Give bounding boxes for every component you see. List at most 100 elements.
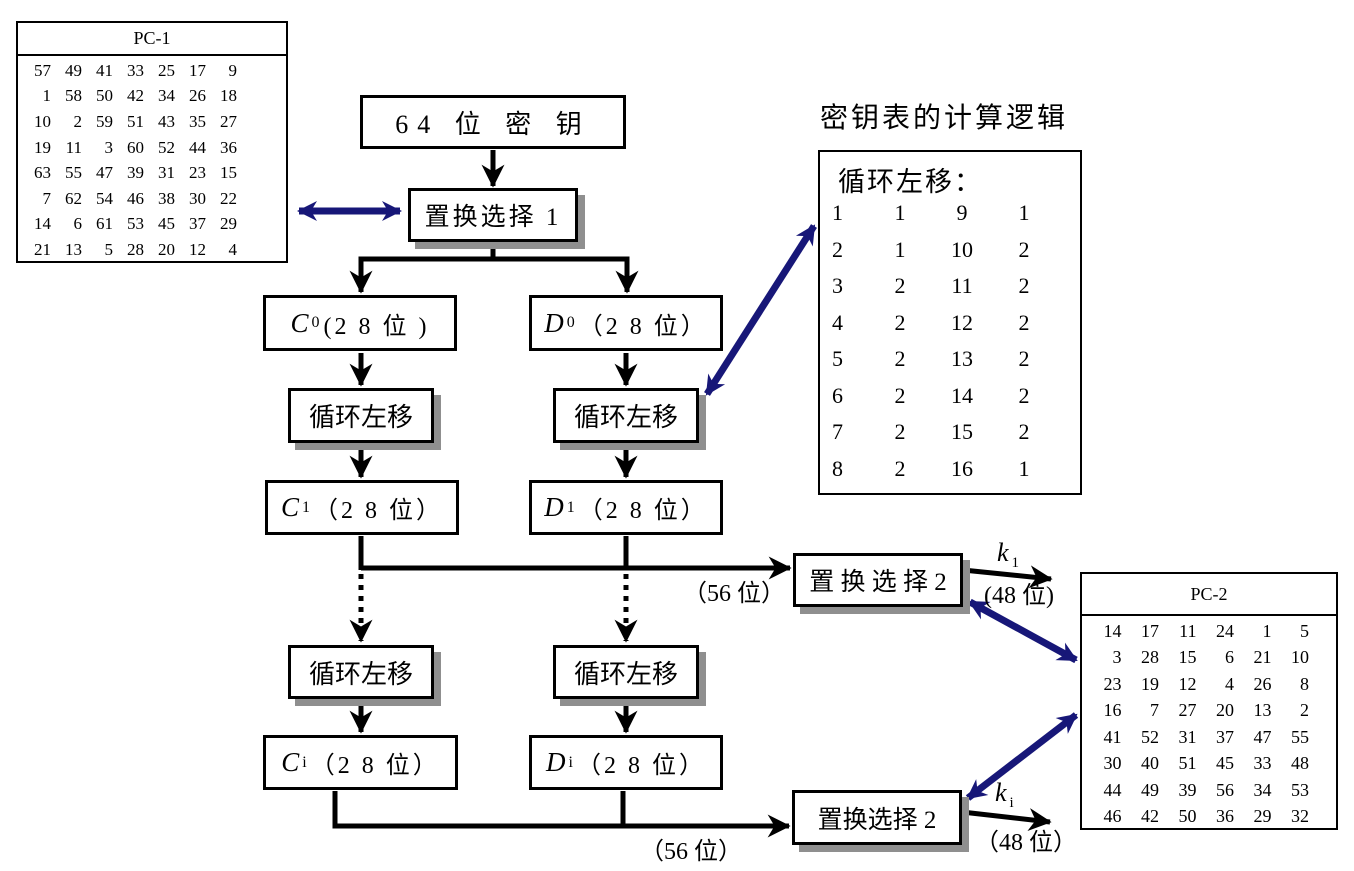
table-cell: 30 [1103, 753, 1122, 774]
k1-sub: 1 [1011, 555, 1020, 572]
table-cell: 15 [220, 163, 237, 183]
table-cell: 56 [1216, 779, 1234, 800]
table-cell: 4 [1225, 673, 1234, 694]
table-cell: 1 [1262, 620, 1272, 641]
table-cell: 19 [1141, 673, 1159, 694]
table-cell: 49 [65, 60, 82, 80]
permuted-choice-1-label: 置换选择 1 [424, 204, 562, 231]
table-cell: 1 [42, 86, 52, 106]
page-title: 密钥表的计算逻辑 [820, 103, 1069, 134]
table-cell: 2 [73, 111, 83, 131]
table-cell: 31 [1178, 726, 1197, 747]
table-cell: 2 [1300, 700, 1309, 721]
ref-arrow-shiftbox-shifttable [704, 224, 817, 396]
table-cell: 27 [1178, 700, 1197, 721]
table-cell: 54 [96, 188, 113, 208]
table-cell: 34 [1253, 779, 1272, 800]
bits48-label-bottom: （48 位） [975, 830, 1077, 856]
c0-bits: (2 8 位 ) [323, 313, 430, 340]
table-cell: 42 [1141, 806, 1159, 827]
table-cell: 17 [1141, 620, 1159, 641]
table-cell: 26 [189, 86, 206, 106]
table-cell: 2 [894, 455, 906, 481]
d1-bits: （2 8 位） [578, 498, 708, 524]
table-cell: 11 [65, 137, 82, 157]
bits48-label-top: (48 位) [984, 583, 1054, 609]
table-cell: 29 [1253, 806, 1272, 827]
table-cell: 20 [1216, 700, 1234, 721]
table-cell: 47 [96, 163, 113, 183]
shift-left-label: 循环左移 [308, 659, 413, 689]
key-64-box: 64 位 密 钥 [360, 95, 626, 149]
table-cell: 44 [1103, 779, 1122, 800]
table-cell: 2 [1018, 382, 1030, 408]
c0-letter: C [290, 307, 309, 338]
ref-arrow-ps2b-pc2 [965, 712, 1079, 801]
table-cell: 3 [1112, 647, 1122, 668]
table-cell: 33 [127, 60, 144, 80]
table-cell: 3 [104, 137, 114, 157]
table-cell: 13 [1253, 700, 1272, 721]
table-cell: 50 [96, 86, 113, 106]
table-cell: 9 [956, 200, 968, 226]
table-cell: 37 [1216, 726, 1234, 747]
table-cell: 24 [1216, 620, 1234, 641]
table-cell: 62 [65, 188, 82, 208]
table-cell: 23 [189, 163, 206, 183]
table-cell: 36 [220, 137, 237, 157]
table-cell: 48 [1291, 753, 1309, 774]
table-cell: 13 [951, 346, 973, 372]
table-cell: 53 [127, 214, 144, 234]
table-cell: 11 [951, 273, 973, 299]
table-cell: 51 [127, 111, 144, 131]
k1-letter: k [997, 538, 1009, 567]
table-cell: 8 [832, 455, 843, 481]
table-cell: 23 [1103, 673, 1122, 694]
table-cell: 10 [34, 111, 51, 131]
table-cell: 2 [1018, 346, 1030, 372]
table-cell: 1 [894, 200, 906, 226]
table-cell: 31 [158, 163, 175, 183]
permuted-choice-2b-label: 置换选择 2 [817, 806, 937, 834]
table-cell: 29 [220, 214, 237, 234]
shift-left-label: 循环左移 [573, 403, 678, 432]
table-cell: 52 [1141, 726, 1159, 747]
table-cell: 28 [1141, 647, 1159, 668]
table-cell: 46 [127, 188, 144, 208]
di-bits: （2 8 位） [576, 753, 706, 779]
table-cell: 4 [832, 309, 843, 335]
table-cell: 12 [1178, 673, 1197, 694]
table-cell: 6 [832, 382, 843, 408]
ki-letter: k [995, 778, 1007, 807]
shift-left-box-c1: 循环左移 [288, 388, 434, 443]
ref-arrow-ps2a-pc2 [968, 598, 1078, 664]
table-cell: 2 [1018, 236, 1030, 262]
table-cell: 2 [832, 236, 843, 262]
table-cell: 60 [127, 137, 144, 157]
table-cell: 18 [220, 86, 237, 106]
table-cell: 7 [832, 419, 843, 445]
table-cell: 40 [1141, 753, 1159, 774]
table-cell: 5 [104, 239, 114, 259]
table-cell: 1 [1018, 455, 1030, 481]
shift-left-label: 循环左移 [308, 403, 413, 432]
table-cell: 9 [228, 60, 238, 80]
table-cell: 14 [1103, 620, 1122, 641]
table-cell: 22 [220, 188, 237, 208]
table-cell: 5 [1300, 620, 1309, 641]
